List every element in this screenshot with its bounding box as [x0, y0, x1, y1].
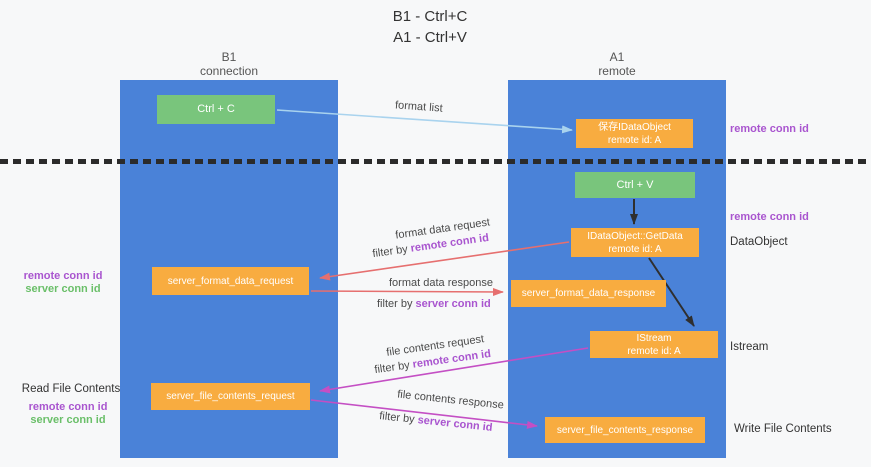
ctrl-c-node: Ctrl + C: [157, 95, 275, 124]
server-file-contents-response-label: server_file_contents_response: [556, 424, 694, 436]
session-divider-dashed-line: [0, 159, 871, 164]
getdata-title: IDataObject::GetData: [587, 230, 683, 242]
format-list-label: format list: [394, 99, 444, 115]
filter-by-server-conn-id-label-2: filter by server conn id: [379, 410, 493, 434]
server-conn-id-highlight: server conn id: [415, 298, 491, 310]
ctrl-v-node: Ctrl + V: [575, 172, 695, 198]
lane-left-subtitle: connection: [199, 64, 259, 78]
left-server-conn-id-bottom: server conn id: [30, 414, 106, 426]
istream-subtitle: remote id: A: [627, 345, 681, 357]
left-conn-ids-top: remote conn id server conn id: [13, 270, 113, 296]
left-conn-ids-bottom: remote conn id server conn id: [18, 401, 118, 427]
left-remote-conn-id-bottom: remote conn id: [28, 401, 108, 413]
file-contents-response-label: file contents response: [396, 388, 505, 412]
filter-by-prefix: filter by: [371, 243, 409, 261]
lane-header-right: A1 remote: [508, 50, 726, 78]
filter-by-prefix: filter by: [373, 359, 411, 377]
server-format-data-response-node: server_format_data_response: [511, 280, 666, 307]
ctrl-v-label: Ctrl + V: [616, 178, 654, 191]
format-data-response-arrow: [310, 287, 504, 296]
lane-left-name: B1: [221, 50, 237, 64]
write-file-contents-label: Write File Contents: [734, 423, 832, 435]
istream-node: IStream remote id: A: [590, 331, 718, 358]
format-data-response-label: format data response: [389, 277, 493, 289]
filter-by-prefix: filter by: [378, 410, 416, 426]
left-server-conn-id-top: server conn id: [25, 283, 101, 295]
server-format-data-request-label: server_format_data_request: [167, 275, 294, 287]
page-title-line2: A1 - Ctrl+V: [393, 29, 467, 46]
dataobject-label: DataObject: [730, 236, 788, 248]
left-remote-conn-id-top: remote conn id: [23, 270, 103, 282]
getdata-node: IDataObject::GetData remote id: A: [571, 228, 699, 257]
right-remote-conn-id-label-1: remote conn id: [730, 123, 809, 135]
server-file-contents-request-label: server_file_contents_request: [166, 391, 295, 402]
read-file-contents-label: Read File Contents: [21, 383, 121, 395]
page-title: B1 - Ctrl+C A1 - Ctrl+V: [0, 6, 860, 48]
lane-header-left: B1 connection: [120, 50, 338, 78]
server-conn-id-highlight: server conn id: [417, 414, 494, 434]
lane-right-name: A1: [609, 50, 625, 64]
istream-title: IStream: [636, 332, 672, 344]
right-remote-conn-id-label-2: remote conn id: [730, 211, 809, 223]
saved-dataobject-subtitle: remote id: A: [607, 134, 662, 146]
ctrl-c-label: Ctrl + C: [197, 103, 235, 115]
filter-by-server-conn-id-label-1: filter by server conn id: [377, 298, 491, 310]
saved-dataobject-title: 保存IDataObject: [598, 121, 671, 133]
filter-by-prefix: filter by: [377, 298, 413, 310]
server-file-contents-response-node: server_file_contents_response: [545, 417, 705, 443]
istream-side-label: Istream: [730, 341, 769, 353]
getdata-subtitle: remote id: A: [608, 243, 662, 255]
server-file-contents-request-node: server_file_contents_request: [151, 383, 310, 410]
saved-dataobject-node: 保存IDataObject remote id: A: [576, 119, 693, 148]
server-format-data-request-node: server_format_data_request: [152, 267, 309, 295]
lane-right-subtitle: remote: [598, 64, 636, 78]
page-title-line1: B1 - Ctrl+C: [392, 8, 468, 25]
server-format-data-response-label: server_format_data_response: [521, 288, 656, 299]
